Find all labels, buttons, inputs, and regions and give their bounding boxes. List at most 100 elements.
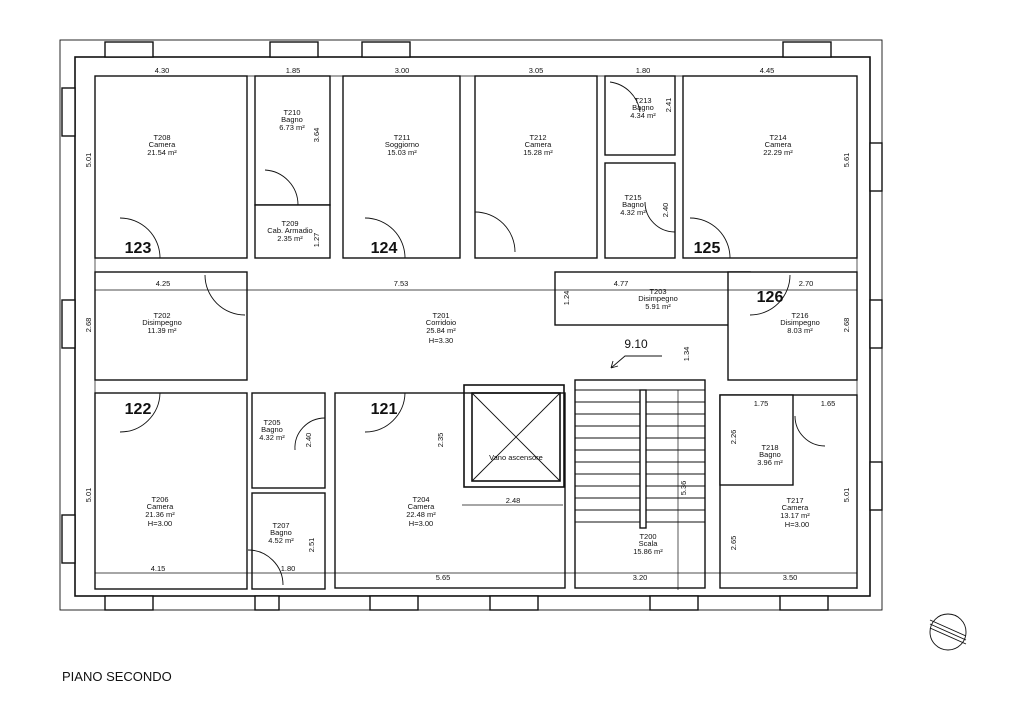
room-T210: [254, 75, 331, 206]
svg-text:1.34: 1.34: [682, 347, 691, 362]
svg-text:2.68: 2.68: [84, 318, 93, 333]
svg-text:1.80: 1.80: [636, 66, 651, 75]
elevator-shaft: [471, 392, 561, 482]
room-T204: [334, 392, 566, 589]
svg-text:5.61: 5.61: [842, 153, 851, 168]
svg-text:3.00: 3.00: [395, 66, 410, 75]
door-T215: [644, 201, 676, 233]
door-T213: [609, 81, 641, 113]
stair-arrow-icon: [610, 355, 662, 369]
room-T203: [554, 271, 751, 326]
svg-text:1.75: 1.75: [754, 399, 769, 408]
door-121: [364, 392, 406, 433]
door-124: [364, 217, 406, 259]
doors: [119, 81, 826, 586]
svg-text:123: 123: [125, 240, 152, 257]
stair-steps: [575, 389, 705, 523]
door-T202: [204, 274, 246, 316]
svg-text:2.51: 2.51: [307, 538, 316, 553]
windows: [61, 41, 883, 611]
svg-text:3.05: 3.05: [529, 66, 544, 75]
svg-text:5.65: 5.65: [436, 573, 451, 582]
svg-text:2.48: 2.48: [506, 496, 521, 505]
svg-text:5.01: 5.01: [84, 153, 93, 168]
door-125: [689, 217, 731, 259]
door-T209: [264, 169, 299, 206]
svg-text:4.15: 4.15: [151, 564, 166, 573]
elevator-shaft-outer: [463, 384, 565, 488]
dimension-labels: 4.30 1.85 3.00 3.05 1.80 4.45 5.01 3.64 …: [84, 66, 851, 582]
room-T211: [342, 75, 461, 259]
door-123: [119, 217, 161, 259]
room-T218: [719, 394, 794, 486]
svg-text:124: 124: [371, 240, 398, 257]
svg-text:2.68: 2.68: [842, 318, 851, 333]
svg-text:2.65: 2.65: [729, 536, 738, 551]
svg-text:122: 122: [125, 401, 152, 418]
room-T205: [251, 392, 326, 489]
svg-text:1.80: 1.80: [281, 564, 296, 573]
room-T206: [94, 392, 248, 590]
stair-level: 9.10: [624, 337, 648, 351]
door-122: [119, 392, 161, 433]
elevator-label: Vano ascensore: [489, 453, 543, 462]
stair-divider: [639, 389, 647, 529]
svg-text:5.36: 5.36: [679, 481, 688, 496]
svg-text:2.41: 2.41: [664, 98, 673, 113]
dimension-lines: [94, 75, 858, 590]
door-numbers: 123 124 125 126 122 121: [125, 240, 784, 418]
svg-text:2.26: 2.26: [729, 430, 738, 445]
rooms: [94, 75, 858, 590]
room-T215: [604, 162, 676, 259]
svg-text:125: 125: [694, 240, 721, 257]
room-T208: [94, 75, 248, 259]
svg-text:5.01: 5.01: [842, 488, 851, 503]
svg-text:4.77: 4.77: [614, 279, 629, 288]
svg-text:1.65: 1.65: [821, 399, 836, 408]
svg-text:2.40: 2.40: [304, 433, 313, 448]
room-T214: [682, 75, 858, 259]
svg-text:2.40: 2.40: [661, 203, 670, 218]
door-T205: [294, 417, 326, 451]
door-126: [749, 274, 791, 316]
room-T212: [474, 75, 598, 259]
svg-text:1.85: 1.85: [286, 66, 301, 75]
north-arrow-icon: [929, 613, 967, 651]
svg-text:4.25: 4.25: [156, 279, 171, 288]
room-T213: [604, 75, 676, 156]
svg-text:121: 121: [371, 401, 398, 418]
door-T218: [794, 415, 826, 447]
svg-text:5.01: 5.01: [84, 488, 93, 503]
door-T212: [474, 211, 516, 253]
svg-text:1.27: 1.27: [312, 233, 321, 248]
svg-text:1.24: 1.24: [562, 291, 571, 306]
svg-text:3.50: 3.50: [783, 573, 798, 582]
door-T207: [247, 549, 284, 586]
svg-text:4.45: 4.45: [760, 66, 775, 75]
room-T209: [254, 204, 331, 259]
svg-text:3.20: 3.20: [633, 573, 648, 582]
plan-title: PIANO SECONDO: [62, 669, 172, 684]
svg-text:7.53: 7.53: [394, 279, 409, 288]
svg-text:2.70: 2.70: [799, 279, 814, 288]
svg-text:126: 126: [757, 289, 784, 306]
